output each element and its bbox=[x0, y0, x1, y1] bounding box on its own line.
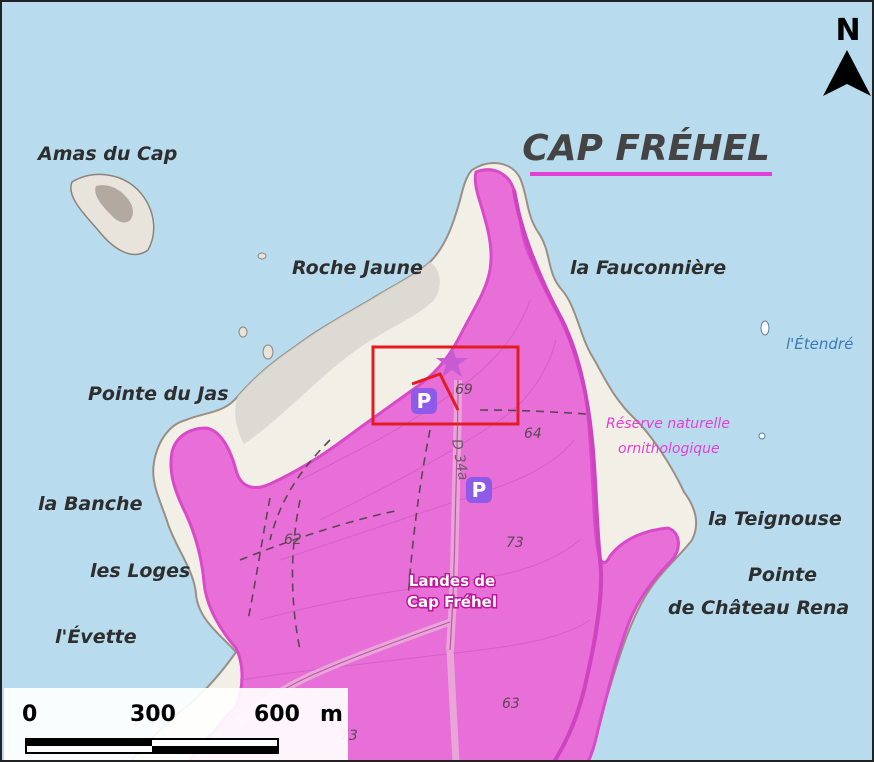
island-rocks bbox=[95, 185, 133, 223]
label-l-evette: l'Évette bbox=[55, 625, 137, 648]
north-arrow-icon bbox=[823, 50, 871, 96]
label-la-fauconniere: la Fauconnière bbox=[570, 257, 726, 279]
rock-islet bbox=[758, 432, 766, 440]
road-d34a-edge bbox=[449, 379, 459, 651]
reserve-label-line2: ornithologique bbox=[618, 441, 720, 457]
lighthouse-star-icon bbox=[436, 346, 468, 377]
landes-label-line1: Landes de bbox=[409, 572, 495, 590]
parking-symbol[interactable]: P bbox=[466, 477, 492, 503]
scale-label-300: 300 bbox=[130, 702, 176, 727]
label-roche-jaune: Roche Jaune bbox=[292, 257, 423, 279]
landes-label-line2: Cap Fréhel bbox=[407, 593, 497, 611]
label-les-loges: les Loges bbox=[90, 560, 190, 582]
north-label: N bbox=[835, 13, 860, 48]
map-title: CAP FRÉHEL bbox=[522, 127, 770, 169]
footpaths bbox=[239, 409, 587, 651]
scale-unit: m bbox=[320, 702, 343, 727]
rock-islet bbox=[257, 252, 267, 260]
road-label: D 34a bbox=[448, 438, 471, 482]
altitude-label: 64 bbox=[524, 426, 542, 442]
label-pointe-du-jas: Pointe du Jas bbox=[88, 383, 229, 405]
rock-islet bbox=[262, 344, 274, 360]
scale-label-0: 0 bbox=[22, 702, 37, 727]
coastal-rocks bbox=[235, 262, 440, 444]
road-south bbox=[446, 649, 460, 762]
rock-islet bbox=[238, 326, 248, 338]
altitude-label: 62 bbox=[284, 532, 302, 548]
scale-label-600: 600 bbox=[254, 702, 300, 727]
label-pointe-line1: Pointe bbox=[748, 564, 817, 586]
parking-symbol[interactable]: P bbox=[411, 388, 437, 414]
highlight-box bbox=[371, 345, 520, 426]
parking-label: P bbox=[417, 389, 432, 413]
rock-islet bbox=[760, 320, 770, 336]
reserve-boundary-east bbox=[512, 189, 604, 762]
reserve-label-line1: Réserve naturelle bbox=[606, 416, 730, 432]
route-highlight bbox=[411, 372, 460, 411]
scale-bar bbox=[25, 738, 279, 754]
label-la-banche: la Banche bbox=[38, 493, 143, 515]
label-pointe-line2: de Château Rena bbox=[668, 597, 849, 619]
label-la-teignouse: la Teignouse bbox=[708, 508, 842, 530]
altitude-label: 73 bbox=[506, 535, 524, 551]
parking-label: P bbox=[472, 478, 487, 502]
altitude-label: 69 bbox=[455, 382, 473, 398]
label-amas-du-cap: Amas du Cap bbox=[36, 143, 177, 165]
altitude-label: 63 bbox=[502, 696, 520, 712]
label-l-etendree: l'Étendré bbox=[786, 334, 853, 353]
